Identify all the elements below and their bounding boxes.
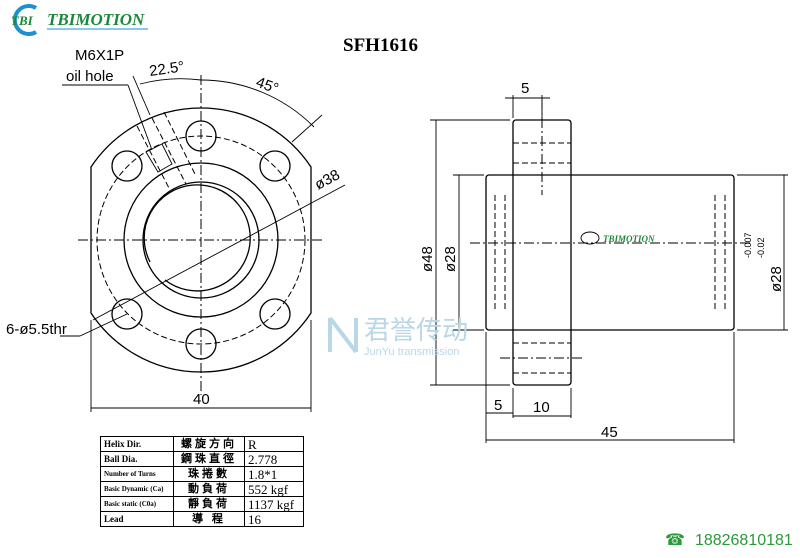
telephone-icon: ☎ — [665, 532, 685, 549]
oil-hole-spec: M6X1P — [75, 47, 124, 64]
angle-22-5: 22.5° — [148, 58, 185, 80]
offset-dim: 5 — [494, 397, 502, 414]
body-logo: TBIMOTION — [580, 231, 655, 245]
body-tol-lower: -0.02 — [756, 237, 766, 258]
body-dia-dim: ø28 — [768, 266, 785, 292]
flange-inner-dia-dim: ø28 — [442, 246, 459, 272]
outer-dia-dim: ø48 — [419, 246, 436, 272]
watermark-cn: 君誉传动 — [364, 315, 469, 345]
contact-phone: ☎ 18826810181 — [665, 530, 793, 550]
bolt-circle-dim: ø38 — [312, 166, 343, 193]
svg-text:TBIMOTION: TBIMOTION — [603, 234, 655, 244]
flange-thickness-dim: 5 — [521, 80, 529, 97]
phone-number: 18826810181 — [694, 532, 793, 549]
length-dim: 45 — [601, 424, 618, 441]
holes-dim: 6-ø5.5thr — [6, 321, 67, 338]
oil-hole-label: oil hole — [66, 68, 114, 85]
tbi-logo: TBI TBIMOTION — [11, 4, 148, 36]
watermark-en: JunYu transmission — [364, 346, 460, 358]
page-title: SFH1616 — [343, 35, 418, 56]
body-tol-upper: -0.007 — [743, 232, 753, 258]
flange-width-dim: 10 — [533, 399, 550, 416]
front-view — [60, 75, 346, 412]
width-dim: 40 — [193, 391, 210, 408]
side-view: TBIMOTION — [430, 95, 788, 443]
logo-badge: TBI — [11, 13, 34, 28]
angle-45: 45° — [254, 74, 281, 98]
watermark-logo-icon — [328, 316, 358, 354]
logo-brand: TBIMOTION — [47, 10, 145, 29]
